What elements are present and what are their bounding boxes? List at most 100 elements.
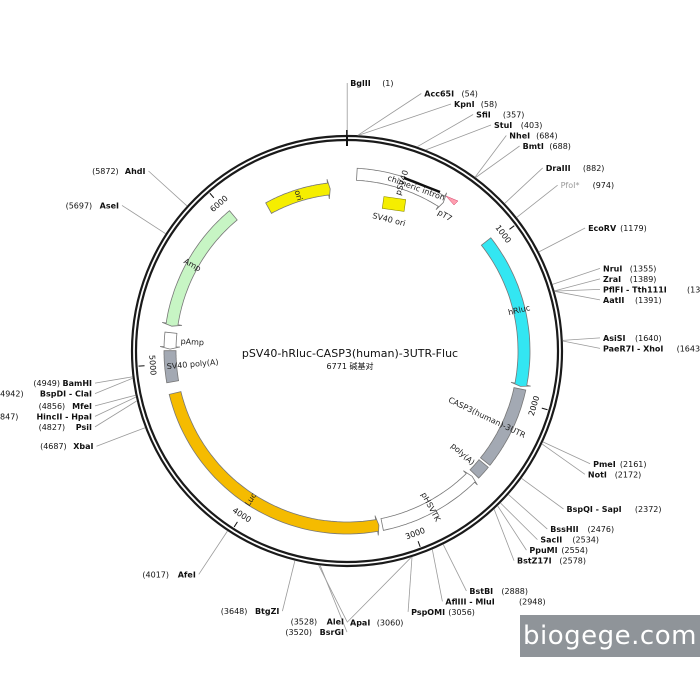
site-mfei: MfeI(4856) bbox=[39, 402, 92, 411]
feature-poly-a-label: poly(A) bbox=[449, 441, 476, 467]
site-leader bbox=[318, 564, 348, 622]
site-noti: NotI (2172) bbox=[588, 470, 641, 479]
site-sacii: SacII (2534) bbox=[540, 536, 599, 545]
site-draiii-name: DraIII bbox=[546, 164, 571, 173]
site-leader bbox=[94, 396, 137, 417]
site-bglii: BglII (1) bbox=[350, 79, 393, 88]
site-noti-position: (2172) bbox=[615, 470, 642, 479]
site-bstz17i-position: (2578) bbox=[559, 557, 586, 566]
site-btgzi-position: (3648) bbox=[221, 607, 248, 616]
tick-label: 6000 bbox=[208, 194, 229, 214]
site-bmti-name: BmtI bbox=[523, 142, 544, 151]
sv40-ori-feature: SV40 ori bbox=[372, 196, 406, 228]
tick-mark bbox=[417, 540, 421, 547]
site-ecorv-name: EcoRV bbox=[588, 224, 617, 233]
site-asei-name: AseI bbox=[100, 201, 119, 210]
site-bstz17i: BstZ17I (2578) bbox=[517, 557, 586, 566]
site-leader bbox=[357, 93, 422, 136]
site-ahdi-name: AhdI bbox=[125, 167, 146, 176]
site-sfii-position: (357) bbox=[503, 111, 525, 120]
site-leader bbox=[94, 394, 136, 407]
site-ecorv: EcoRV(1179) bbox=[588, 224, 647, 233]
watermark: biogege.com bbox=[520, 615, 700, 657]
site-leader bbox=[562, 340, 601, 349]
site-acc65i-name: Acc65I bbox=[424, 90, 454, 99]
site-leader bbox=[417, 114, 474, 148]
site-noti-name: NotI bbox=[588, 470, 607, 479]
tick-mark bbox=[541, 407, 548, 411]
site-bamhi-name: BamHI bbox=[62, 379, 92, 388]
site-stui-name: StuI bbox=[494, 121, 512, 130]
site-sacii-position: (2534) bbox=[572, 536, 599, 545]
site-leader bbox=[497, 505, 527, 551]
site-kpni: KpnI(58) bbox=[454, 100, 497, 109]
site-nrui-position: (1355) bbox=[630, 264, 657, 273]
site-bstz17i-name: BstZ17I bbox=[517, 557, 552, 566]
tick-mark bbox=[509, 225, 515, 230]
site-leader bbox=[346, 556, 412, 623]
site-leader bbox=[148, 170, 188, 207]
site-psii: PsiI(4827) bbox=[39, 423, 92, 432]
site-xbai-position: (4687) bbox=[40, 442, 67, 451]
site-leader bbox=[425, 124, 492, 151]
site-pfoi-name: PfoI* bbox=[561, 181, 580, 190]
site-stui-position: (403) bbox=[521, 121, 543, 130]
site-leader bbox=[319, 565, 348, 633]
feature-casp3-human-3utr-arrow bbox=[479, 387, 527, 466]
feature-amp-arrow bbox=[162, 210, 238, 327]
site-ppumi: PpuMI(2554) bbox=[529, 546, 588, 555]
tick-label: 1000 bbox=[493, 223, 512, 245]
site-afei-name: AfeI bbox=[178, 570, 196, 579]
site-btgzi-name: BtgZI bbox=[255, 607, 279, 616]
site-leader bbox=[94, 400, 138, 428]
site-bglii-position: (1) bbox=[382, 79, 393, 88]
feature-luc-arrow bbox=[168, 391, 380, 536]
site-pflfi-tth111i: PflFI - Tth111I(1390) bbox=[603, 285, 700, 294]
site-afei: AfeI(4017) bbox=[142, 570, 195, 579]
site-pflfi-tth111i-name: PflFI - Tth111I bbox=[603, 285, 667, 294]
t7-arrow-icon bbox=[445, 195, 459, 206]
site-nrui: NruI(1355) bbox=[603, 264, 656, 273]
site-bspqi-sapi-name: BspQI - SapI bbox=[567, 505, 622, 514]
site-leader bbox=[96, 427, 146, 447]
site-bsshii: BssHII(2476) bbox=[550, 525, 614, 534]
site-draiii-position: (882) bbox=[583, 164, 605, 173]
site-bstbi-position: (2888) bbox=[501, 587, 528, 596]
feature-sv40-poly-a-arrow bbox=[163, 350, 180, 384]
site-sacii-name: SacII bbox=[540, 536, 562, 545]
site-sfii: SfiI (357) bbox=[476, 111, 524, 120]
site-stui: StuI (403) bbox=[494, 121, 542, 130]
site-asei-position: (5697) bbox=[66, 201, 93, 210]
site-pspomi-position: (3056) bbox=[448, 608, 475, 617]
site-bmti-position: (688) bbox=[549, 142, 571, 151]
site-nhei: NheI(684) bbox=[509, 132, 557, 141]
site-ahdi-position: (5872) bbox=[92, 167, 119, 176]
site-leader bbox=[554, 289, 601, 292]
site-zrai-name: ZraI bbox=[603, 275, 621, 284]
site-kpni-position: (58) bbox=[481, 100, 497, 109]
site-apai-name: ApaI bbox=[350, 618, 370, 627]
site-alei-position: (3528) bbox=[291, 618, 318, 627]
plasmid-size: 6771 碱基对 bbox=[327, 361, 374, 371]
site-leader bbox=[538, 227, 586, 253]
site-bsrgi-name: BsrGI bbox=[320, 628, 344, 637]
site-ecorv-position: (1179) bbox=[620, 224, 647, 233]
site-leader bbox=[542, 441, 591, 465]
site-asei: AseI (5697) bbox=[66, 201, 119, 210]
site-ppumi-name: PpuMI bbox=[529, 546, 557, 555]
site-leader bbox=[552, 268, 601, 285]
site-sfii-name: SfiI bbox=[476, 111, 491, 120]
site-pmei-name: PmeI bbox=[593, 460, 616, 469]
site-bsrgi-position: (3520) bbox=[285, 628, 312, 637]
site-bglii-name: BglII bbox=[350, 79, 371, 88]
site-leader bbox=[521, 477, 564, 510]
site-leader bbox=[475, 145, 520, 178]
site-leader bbox=[431, 549, 443, 602]
site-leader bbox=[516, 184, 558, 218]
site-psii-position: (4827) bbox=[39, 423, 66, 432]
feature-poly-a-arrow bbox=[469, 459, 489, 479]
site-leader bbox=[442, 544, 467, 592]
tick-label: 3000 bbox=[404, 526, 426, 542]
tick-label: 5000 bbox=[147, 355, 157, 376]
